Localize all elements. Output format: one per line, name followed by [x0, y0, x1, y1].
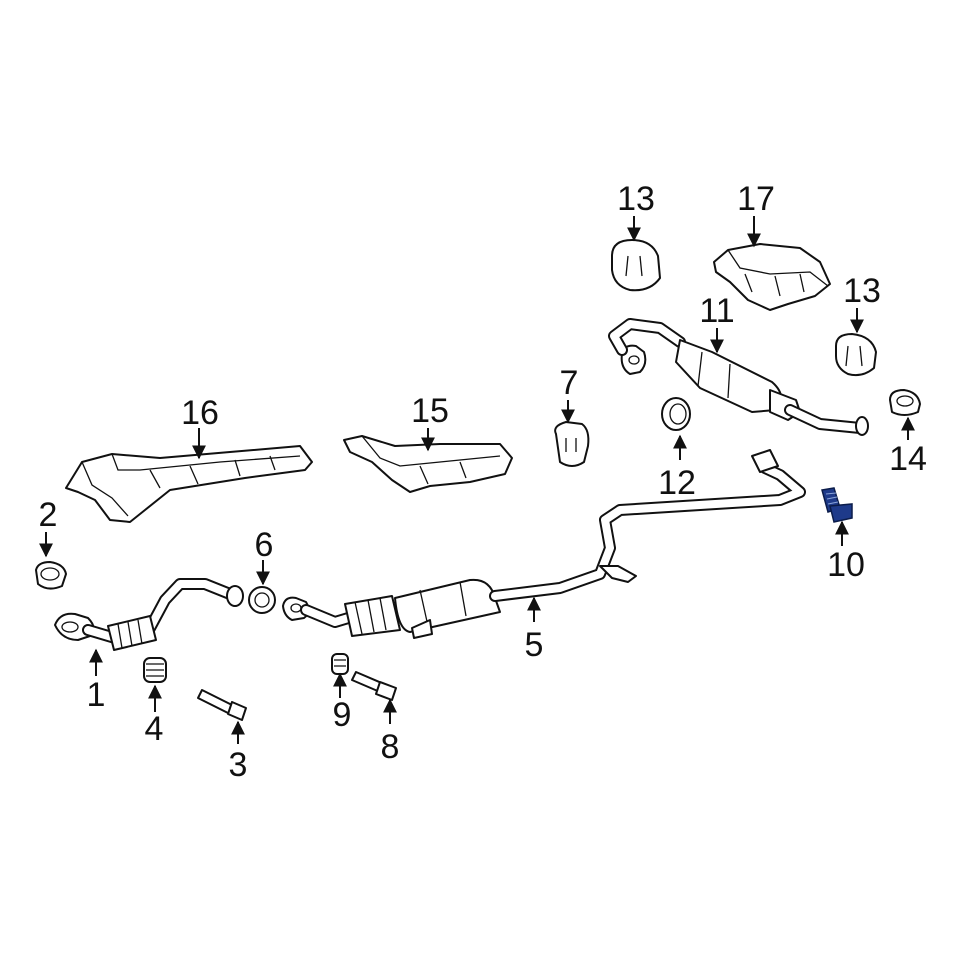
callout-5: 5: [525, 626, 544, 664]
callout-8: 8: [381, 728, 400, 766]
part-13-hanger-top[interactable]: [611, 239, 661, 292]
part-13-hanger-right[interactable]: [835, 333, 877, 377]
part-9-stud[interactable]: [331, 653, 349, 675]
callout-10: 10: [827, 546, 865, 584]
callout-13-top: 13: [617, 180, 655, 218]
part-5-center-pipe[interactable]: [282, 449, 806, 639]
callout-14: 14: [889, 440, 927, 478]
callout-4: 4: [145, 710, 164, 748]
part-4-sleeve[interactable]: [143, 657, 167, 683]
part-11-muffler[interactable]: [608, 318, 869, 436]
leader-arrows: [39, 216, 915, 744]
part-2-grommet[interactable]: [35, 561, 67, 590]
part-7-hanger[interactable]: [554, 421, 590, 467]
callout-16: 16: [181, 394, 219, 432]
part-1-front-pipe[interactable]: [54, 578, 244, 651]
part-12-gasket[interactable]: [661, 397, 691, 431]
callout-6: 6: [255, 526, 274, 564]
part-8-stud[interactable]: [351, 671, 397, 701]
callout-2: 2: [39, 496, 58, 534]
callout-17: 17: [737, 180, 775, 218]
part-6-gasket[interactable]: [248, 586, 276, 614]
callout-13-right: 13: [843, 272, 881, 310]
callout-7: 7: [560, 364, 579, 402]
callout-3: 3: [229, 746, 248, 784]
callout-9: 9: [333, 696, 352, 734]
part-17-heat-shield[interactable]: [713, 243, 831, 311]
callout-1: 1: [87, 676, 106, 714]
callout-labels: 1 2 3 4 5 6 7 8 9 10 11 12 13 13 14 15 1…: [39, 180, 927, 784]
callout-11: 11: [699, 292, 734, 330]
part-15-heat-shield[interactable]: [343, 435, 513, 493]
part-14-sleeve[interactable]: [889, 389, 921, 416]
part-3-bolt[interactable]: [197, 689, 247, 721]
callout-15: 15: [411, 392, 449, 430]
callout-12: 12: [658, 464, 696, 502]
part-16-heat-shield[interactable]: [65, 445, 313, 523]
part-10-bolt[interactable]: [821, 487, 853, 523]
